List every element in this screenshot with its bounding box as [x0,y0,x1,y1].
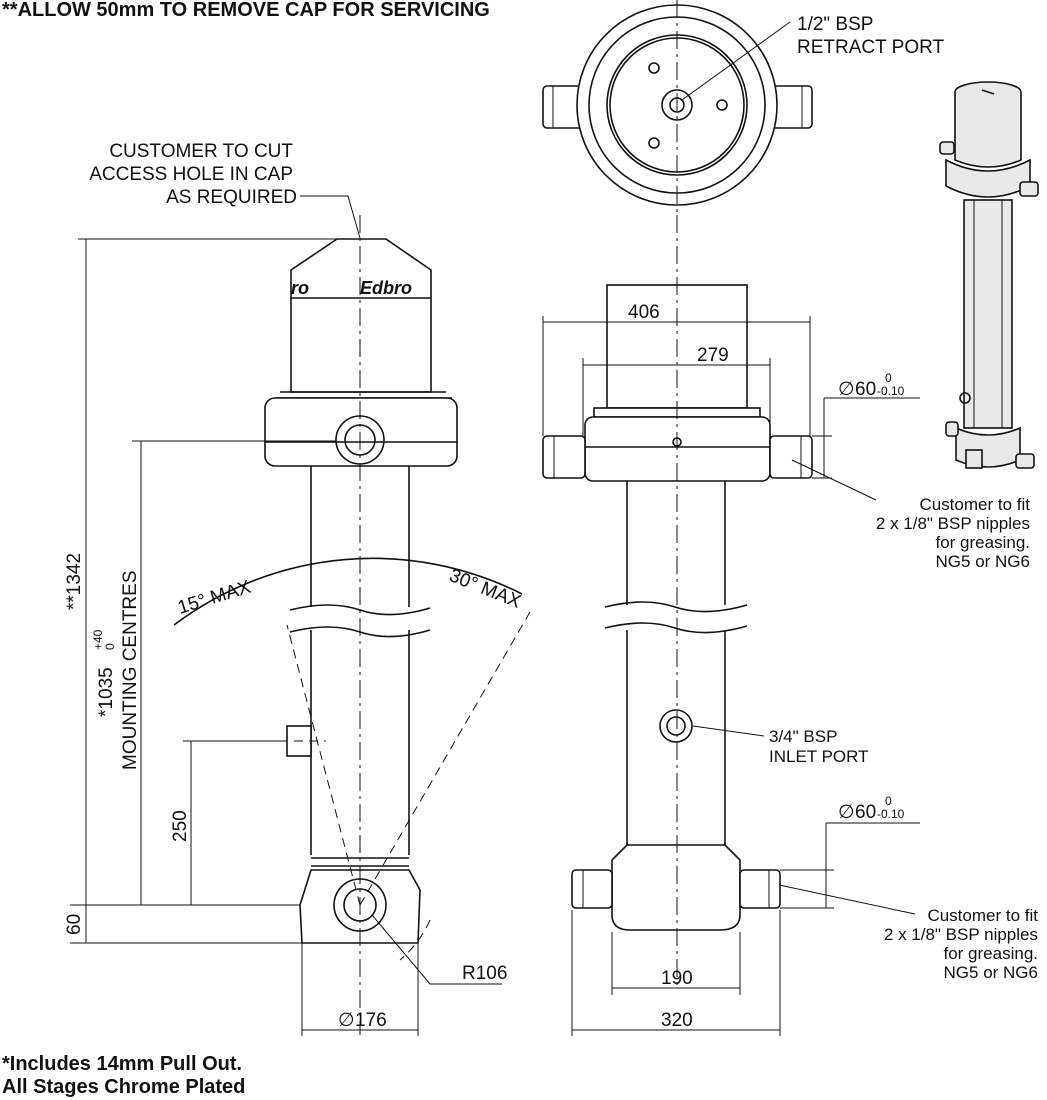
grease-bottom-3: for greasing. [944,944,1039,963]
retract-port-label-2: RETRACT PORT [797,37,944,58]
grease-top-2: 2 x 1/8" BSP nipples [876,514,1030,533]
front-view [542,215,813,985]
note-includes-1: *Includes 14mm Pull Out. [2,1053,242,1075]
brand-left-partial: ro [291,278,309,298]
angle-left-label: 15° MAX [175,577,253,619]
dim-cap-inner: 279 [697,345,729,366]
front-dim-lines [542,316,920,1036]
dim-overall: **1342 [64,553,85,610]
angle-right-label: 30° MAX [446,565,524,613]
tol-lower-bottom: -0.10 [877,807,905,821]
grease-bottom-4: NG5 or NG6 [944,963,1038,982]
dim-base-outer: 320 [661,1010,693,1031]
dia-symbol-top: ∅ [838,379,855,400]
note-allow-cap: **ALLOW 50mm TO REMOVE CAP FOR SERVICING [2,0,490,21]
tol-lower-top: -0.10 [877,384,905,398]
dia-symbol-bottom: ∅ [838,802,855,823]
note-includes-2: All Stages Chrome Plated [2,1076,245,1098]
retract-leader [681,21,791,101]
angle-arc [173,557,523,626]
side-view-left [264,215,531,1035]
brand-left: Edbro [360,278,412,298]
left-dim-lines [70,238,502,1036]
cut-label-2: ACCESS HOLE IN CAP [89,164,293,185]
cut-label-1: CUSTOMER TO CUT [109,141,293,162]
dim-mounting-tol-upper: +40 [91,629,105,650]
dim-pin-dia-bottom: 60 [855,802,876,823]
dim-base-inner: 190 [661,968,693,989]
cut-leader [300,195,361,239]
dim-base: 60 [64,914,85,935]
dim-radius: R106 [462,963,507,984]
plan-view [542,0,813,215]
dim-mounting-value: *1035 [96,667,117,717]
dim-base-dia: 176 [355,1010,387,1031]
dim-mounting-tol-lower: 0 [103,643,117,650]
grease-bottom-2: 2 x 1/8" BSP nipples [884,925,1038,944]
cut-label-3: AS REQUIRED [166,187,297,208]
grease-bottom-1: Customer to fit [927,906,1038,925]
inlet-label-2: INLET PORT [769,747,869,766]
dim-cap-width: 406 [628,302,660,323]
tol-upper-top: 0 [885,371,892,385]
grease-top-4: NG5 or NG6 [936,552,1030,571]
dim-mounting-label: MOUNTING CENTRES [120,571,141,771]
dim-port-height: 250 [170,810,191,842]
dia-symbol-base: ∅ [338,1010,355,1031]
inlet-label-1: 3/4" BSP [769,727,837,746]
iso-view [939,81,1039,469]
retract-port-label-1: 1/2" BSP [797,14,873,35]
tol-upper-bottom: 0 [885,794,892,808]
dim-pin-dia-top: 60 [855,379,876,400]
grease-top-1: Customer to fit [919,495,1030,514]
grease-top-3: for greasing. [936,533,1031,552]
